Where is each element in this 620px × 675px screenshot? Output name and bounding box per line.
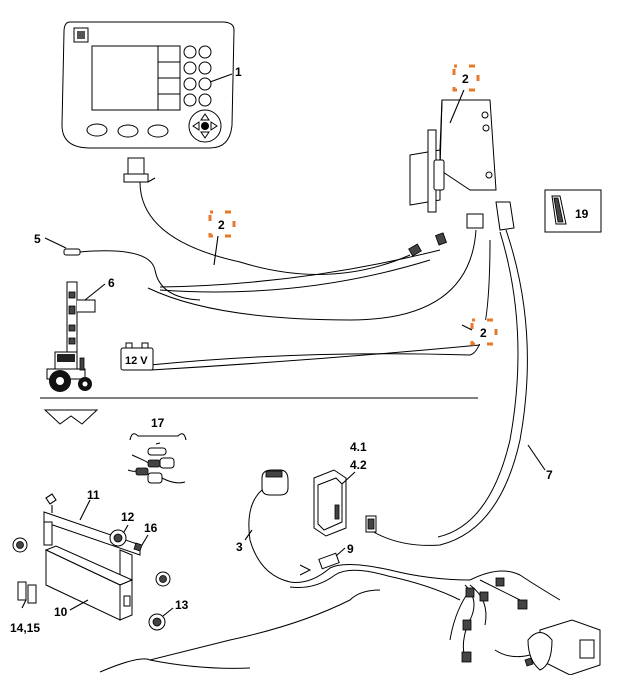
label-4-2: 4.2 bbox=[350, 458, 367, 472]
label-5: 5 bbox=[34, 232, 41, 246]
bracket-10 bbox=[44, 545, 134, 621]
label-14-15: 14,15 bbox=[10, 621, 40, 635]
label-13: 13 bbox=[175, 598, 189, 612]
label-6: 6 bbox=[108, 276, 115, 290]
label-3: 3 bbox=[236, 540, 243, 554]
mounting-bracket bbox=[409, 99, 497, 213]
tractor-icon bbox=[46, 351, 92, 392]
callout-badge-2-top: 2 bbox=[452, 64, 480, 92]
harness-connectors bbox=[461, 577, 528, 663]
label-10: 10 bbox=[54, 605, 68, 619]
cable-end-connectors bbox=[408, 201, 515, 257]
callout-badge-2-bottom: 2 bbox=[470, 318, 498, 346]
spreader-icon bbox=[43, 409, 99, 425]
label-9: 9 bbox=[347, 542, 354, 556]
part-19-box bbox=[544, 189, 602, 233]
label-11: 11 bbox=[87, 488, 100, 502]
battery-icon: 12 V bbox=[120, 342, 154, 371]
connector-4 bbox=[365, 515, 377, 533]
right-bracket bbox=[524, 619, 601, 675]
grommet-left bbox=[12, 537, 28, 553]
svg-text:2: 2 bbox=[462, 72, 469, 86]
grommet-13 bbox=[148, 613, 166, 631]
module-3 bbox=[261, 469, 289, 496]
callout-badge-2-middle: 2 bbox=[208, 210, 236, 238]
label-4-1: 4.1 bbox=[350, 440, 367, 454]
screw-16 bbox=[133, 534, 149, 552]
battery-voltage-label: 12 V bbox=[125, 355, 148, 367]
label-12: 12 bbox=[121, 510, 135, 524]
label-16: 16 bbox=[144, 521, 158, 535]
label-19: 19 bbox=[575, 207, 589, 221]
svg-text:2: 2 bbox=[480, 326, 487, 340]
control-box-4 bbox=[313, 469, 347, 537]
junction-9 bbox=[318, 552, 340, 570]
clips-14-15 bbox=[17, 581, 37, 609]
sensor-bracket-6 bbox=[66, 281, 106, 353]
svg-text:2: 2 bbox=[218, 218, 225, 232]
terminal-display-icon bbox=[61, 21, 235, 149]
grommet-12 bbox=[109, 529, 127, 547]
terminal-connector bbox=[123, 157, 156, 183]
sensor-5 bbox=[44, 237, 81, 256]
grommet-right bbox=[155, 571, 171, 587]
cable-set-17 bbox=[127, 433, 187, 484]
label-7: 7 bbox=[546, 468, 553, 482]
label-17: 17 bbox=[151, 416, 165, 430]
label-1: 1 bbox=[235, 65, 242, 79]
